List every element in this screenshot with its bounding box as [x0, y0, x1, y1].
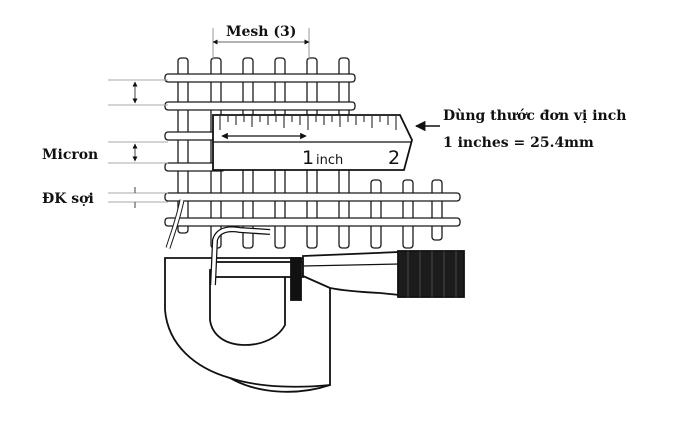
- micron-label: Micron: [42, 147, 98, 163]
- spindle-lock: [290, 257, 302, 301]
- mesh-label: Mesh (3): [226, 24, 296, 40]
- ruler-note-line1: Dùng thước đơn vị inch: [443, 108, 626, 124]
- ruler-mark-2: 2: [388, 147, 400, 169]
- ruler-mark-1: 1: [302, 147, 314, 169]
- wire-diameter-label: ĐK sợi: [42, 191, 94, 207]
- ruler-ticks: [219, 116, 397, 130]
- ruler-note-line2: 1 inches = 25.4mm: [443, 135, 594, 151]
- micrometer: [164, 226, 465, 393]
- micrometer-sleeve: [302, 251, 401, 296]
- left-dimension-lines: [108, 79, 168, 208]
- ruler-unit: inch: [316, 153, 343, 168]
- micrometer-thimble: [397, 250, 465, 298]
- horizontal-wires: [164, 73, 461, 227]
- mesh-dimension: [212, 28, 310, 60]
- anvil-bar: [212, 261, 304, 278]
- inch-ruler: 1 inch 2: [212, 114, 413, 171]
